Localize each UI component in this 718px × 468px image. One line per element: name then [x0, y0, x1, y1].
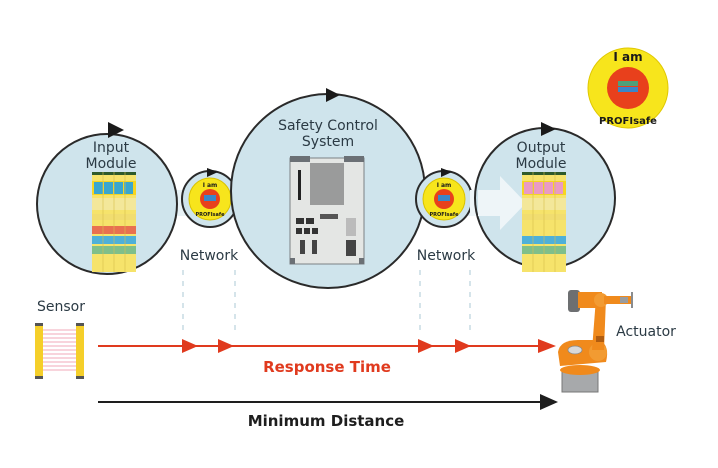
sensor-label: Sensor [37, 299, 85, 315]
rotation-arrow-icon [326, 88, 340, 102]
input-module-node[interactable]: Input Module [36, 122, 178, 275]
profisafe-logo-badge: I am PROFIsafe [587, 47, 669, 129]
profisafe-badge-icon: I am PROFIsafe [188, 177, 232, 221]
rotation-arrow-icon [541, 122, 556, 136]
output-module-label-1: Output [517, 140, 566, 156]
output-module-label-2: Module [516, 156, 567, 172]
badge-bottom-text: PROFIsafe [196, 212, 226, 218]
industrial-robot-icon [558, 290, 633, 393]
safety-control-label-2: System [302, 134, 354, 150]
input-module-label-2: Module [86, 156, 137, 172]
actuator-robot[interactable]: Actuator [558, 290, 676, 393]
badge-bottom-text: PROFIsafe [430, 212, 460, 218]
badge-top-text: I am [437, 182, 452, 189]
profisafe-badge-icon: I am PROFIsafe [422, 177, 466, 221]
io-module-device-icon [522, 172, 566, 272]
minimum-distance-arrow [98, 394, 558, 410]
safety-control-label-1: Safety Control [278, 118, 378, 134]
actuator-label: Actuator [616, 324, 676, 340]
input-module-label-1: Input [93, 140, 130, 156]
minimum-distance-label: Minimum Distance [248, 412, 405, 430]
network-1-label: Network [180, 248, 239, 264]
badge-bottom-text: PROFIsafe [599, 116, 657, 127]
response-time-label: Response Time [263, 358, 391, 376]
safety-control-node[interactable]: Safety Control System [230, 88, 426, 289]
network-2-label: Network [417, 248, 476, 264]
io-module-device-icon [92, 172, 136, 272]
network-node-1[interactable]: I am PROFIsafe Network [180, 168, 239, 264]
safety-controller-device-icon [289, 156, 365, 265]
output-module-node[interactable]: Output Module [474, 122, 616, 272]
sensor-light-curtain[interactable]: Sensor [35, 299, 85, 379]
badge-top-text: I am [613, 50, 642, 64]
response-time-arrow [98, 339, 556, 353]
badge-top-text: I am [203, 182, 218, 189]
rotation-arrow-icon [207, 168, 218, 177]
rotation-arrow-icon [108, 122, 124, 138]
network-node-2[interactable]: I am PROFIsafe Network [415, 168, 476, 264]
rotation-arrow-icon [441, 168, 452, 177]
